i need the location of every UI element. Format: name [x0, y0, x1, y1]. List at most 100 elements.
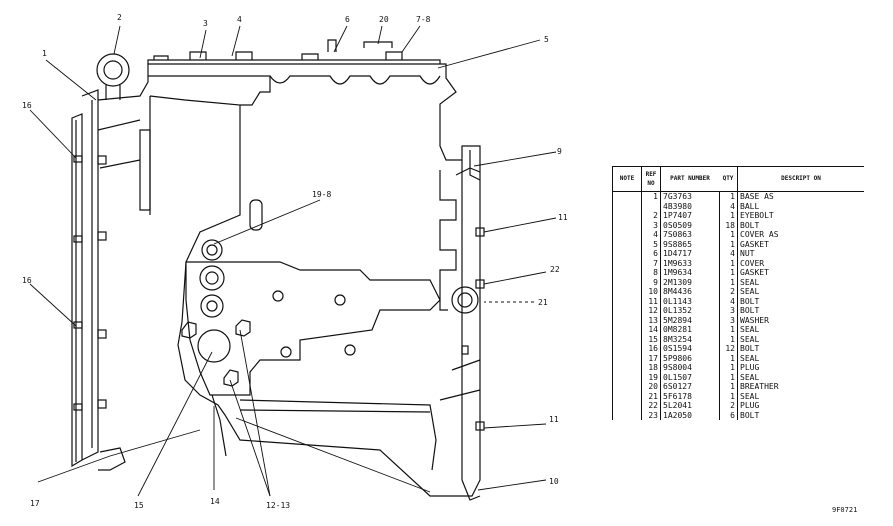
part-number-cell: 8M4436	[660, 287, 720, 297]
qty-cell: 6	[730, 410, 735, 420]
qty-cell: 4	[730, 249, 735, 258]
parts-list-table: NOTE REF NO PART NUMBER QTY DESCRIPT ON …	[612, 166, 864, 420]
part-number-cell: 0L1507	[660, 372, 720, 382]
parts-table-header: NOTE REF NO PART NUMBER QTY DESCRIPT ON	[612, 166, 864, 192]
ref-cell: 23	[641, 410, 661, 420]
qty-cell: 18	[725, 220, 735, 230]
description-cell: SEAL	[737, 391, 864, 401]
callout-4: 4	[237, 15, 242, 24]
description-cell: SEAL	[737, 353, 864, 363]
part-number-cell: 5F6178	[660, 391, 720, 401]
part-number-cell: 2M1309	[660, 277, 720, 287]
qty-cell: 1	[730, 211, 735, 220]
note-cell	[612, 239, 642, 249]
qty-cell: 1	[730, 382, 735, 391]
callout-11-top: 11	[558, 213, 568, 222]
description-cell: SEAL	[737, 334, 864, 344]
description-cell: SEAL	[737, 325, 864, 335]
gasket-pattern	[181, 199, 441, 396]
header-ref: REF NO	[641, 166, 661, 192]
description-cell: BOLT	[737, 344, 864, 354]
callout-6: 6	[345, 15, 350, 24]
ref-cell: 12	[641, 306, 661, 316]
part-number-cell: 1M9633	[660, 258, 720, 268]
figure-id: 9F0721	[832, 506, 858, 514]
ref-cell: 21	[641, 391, 661, 401]
note-cell	[612, 334, 642, 344]
qty-cell: 1	[730, 268, 735, 277]
ref-cell: 5	[641, 239, 661, 249]
description-cell: BOLT	[737, 306, 864, 316]
ref-cell: 16	[641, 344, 661, 354]
note-cell	[612, 410, 642, 420]
description-cell: SEAL	[737, 372, 864, 382]
note-cell	[612, 401, 642, 411]
qty-cell: 1	[730, 334, 735, 344]
description-cell: BASE AS	[737, 191, 864, 202]
qty-cell: 1	[730, 239, 735, 249]
note-cell	[612, 249, 642, 259]
ref-cell: 11	[641, 296, 661, 306]
note-cell	[612, 258, 642, 268]
description-cell: BOLT	[737, 410, 864, 420]
header-part-number: PART NUMBER	[660, 166, 719, 192]
ref-cell: 8	[641, 268, 661, 278]
part-number-cell: 7G3763	[660, 191, 720, 202]
note-cell	[612, 353, 642, 363]
part-number-cell: 6S0127	[660, 382, 720, 392]
qty-cell: 12	[725, 344, 735, 353]
ref-cell: 20	[641, 382, 661, 392]
ref-cell: 13	[641, 315, 661, 325]
note-cell	[612, 191, 642, 202]
part-number-cell: 9S8004	[660, 363, 720, 373]
description-cell: BALL	[737, 201, 864, 211]
callout-3: 3	[203, 19, 208, 28]
note-cell	[612, 268, 642, 278]
qty-cell: 2	[730, 401, 735, 410]
part-number-cell: 1D4717	[660, 249, 720, 259]
callout-17: 17	[30, 499, 40, 508]
part-number-cell: 0L1143	[660, 296, 720, 306]
qty-cell: 4	[730, 201, 735, 211]
part-number-cell: 7S0863	[660, 230, 720, 240]
eyebolt	[96, 53, 130, 100]
qty-cell: 1	[730, 258, 735, 268]
callout-16-top: 16	[22, 101, 32, 110]
qty-cell: 3	[730, 315, 735, 325]
housing-body	[97, 39, 485, 501]
description-cell: BREATHER	[737, 382, 864, 392]
description-cell: BOLT	[737, 296, 864, 306]
note-cell	[612, 296, 642, 306]
part-number-cell: 1P7407	[660, 211, 720, 221]
ref-cell: 18	[641, 363, 661, 373]
description-cell: EYEBOLT	[737, 211, 864, 221]
description-cell: SEAL	[737, 277, 864, 287]
part-number-cell: 5P9806	[660, 353, 720, 363]
qty-cell: 1	[730, 353, 735, 363]
lower-housing	[98, 394, 437, 471]
part-number-cell: 1M9634	[660, 268, 720, 278]
callout-7-8: 7-8	[416, 15, 431, 24]
note-cell	[612, 344, 642, 354]
note-cell	[612, 277, 642, 287]
qty-cell: 1	[730, 363, 735, 372]
callout-22: 22	[550, 265, 560, 274]
callout-20: 20	[379, 15, 389, 24]
ref-cell: 3	[641, 220, 661, 230]
note-cell	[612, 287, 642, 297]
